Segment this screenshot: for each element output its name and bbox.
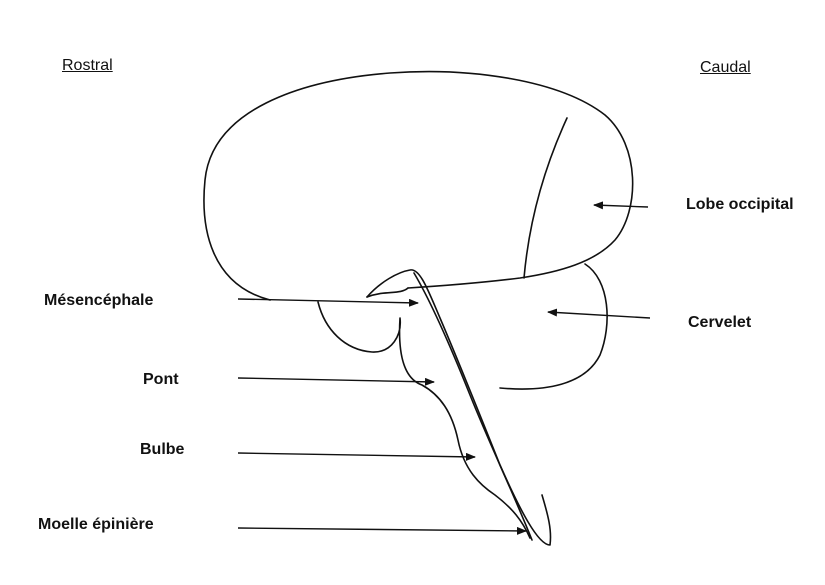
occipital-boundary (524, 118, 567, 278)
cervelet-label: Cervelet (688, 314, 751, 332)
arrow-mesencephale (238, 299, 418, 303)
bulbe-label: Bulbe (140, 441, 184, 459)
lobe-occipital-label: Lobe occipital (686, 196, 794, 214)
arrow-cervelet (548, 312, 650, 318)
pont-label: Pont (143, 371, 179, 389)
arrow-bulbe (238, 453, 475, 457)
moelle-epiniere-label: Moelle épinière (38, 516, 154, 534)
arrow-moelle (238, 528, 526, 531)
brainstem-inner (414, 273, 532, 540)
cerebellum-outline (500, 264, 607, 389)
mesencephale-label: Mésencéphale (44, 292, 153, 310)
caudal-label: Caudal (700, 59, 751, 77)
cerebrum-outline (204, 72, 633, 300)
brainstem-back (367, 270, 551, 545)
arrow-lobe-occipital (594, 205, 648, 207)
arrow-pont (238, 378, 434, 382)
brainstem-front (318, 302, 530, 538)
tectum-notch (367, 288, 408, 297)
rostral-label: Rostral (62, 57, 113, 75)
